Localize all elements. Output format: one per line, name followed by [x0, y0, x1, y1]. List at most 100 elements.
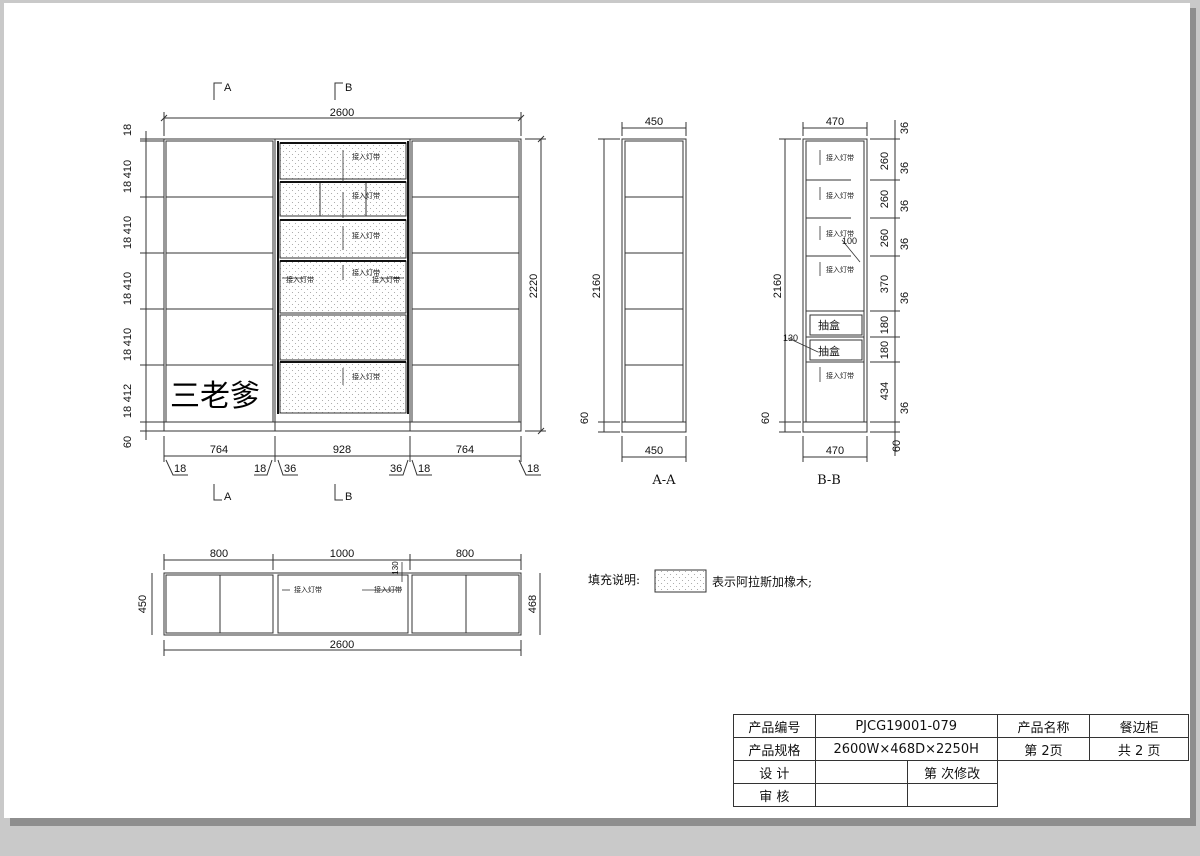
bb-right-dim: 36 — [899, 238, 911, 250]
lamp-note: 接入灯带 — [372, 275, 400, 284]
lamp-note: 接入灯带 — [826, 371, 854, 380]
spec-label: 产品规格 — [733, 737, 816, 761]
aa-base-dim: 60 — [579, 412, 591, 424]
bb-right-dim: 60 — [891, 440, 903, 452]
lamp-note: 接入灯带 — [374, 585, 402, 594]
lamp-note: 接入灯带 — [352, 268, 380, 277]
title-block: 产品编号 PJCG19001-079 产品名称 餐边柜 产品规格 2600W×4… — [733, 714, 1189, 807]
bottom-thickness-dim: 18 — [527, 463, 539, 475]
bb-height-dim: 2160 — [772, 274, 784, 298]
bottom-thickness-dim: 36 — [284, 463, 296, 475]
bb-right-dim: 370 — [879, 275, 891, 293]
lamp-note: 接入灯带 — [352, 372, 380, 381]
top-view — [151, 554, 541, 656]
product-name-label: 产品名称 — [996, 714, 1091, 738]
drawer-label: 抽盒 — [818, 318, 840, 332]
bb-right-dim: 36 — [899, 122, 911, 134]
product-no-label: 产品编号 — [733, 714, 816, 738]
section-mark-a-top: A — [224, 82, 232, 94]
lamp-note: 接入灯带 — [286, 275, 314, 284]
left-dim: 18 — [122, 181, 134, 193]
left-dim: 410 — [122, 272, 134, 290]
aa-bottom-dim: 450 — [645, 445, 663, 457]
lamp-note: 接入灯带 — [826, 229, 854, 238]
top-width-dim: 800 — [456, 548, 474, 560]
design-label: 设 计 — [733, 760, 816, 784]
bb-right-dim: 260 — [879, 229, 891, 247]
front-width-dim: 2600 — [330, 107, 354, 119]
legend-text: 表示阿拉斯加橡木; — [712, 574, 812, 589]
review-label: 审 核 — [733, 783, 816, 807]
design-value — [814, 760, 908, 784]
bb-right-dim: 434 — [879, 382, 891, 400]
page-number: 第 2页 — [996, 737, 1091, 761]
left-dim: 18 — [122, 124, 134, 136]
bb-right-dim: 36 — [899, 200, 911, 212]
bb-right-dim: 180 — [879, 316, 891, 334]
bb-right-dim: 260 — [879, 152, 891, 170]
product-name: 餐边柜 — [1089, 714, 1189, 738]
bb-base-dim: 60 — [760, 412, 772, 424]
bottom-thickness-dim: 36 — [390, 463, 402, 475]
bb-right-dim: 36 — [899, 402, 911, 414]
aa-caption: A-A — [651, 473, 676, 488]
bb-right-dim: 36 — [899, 162, 911, 174]
bb-right-dim: 260 — [879, 190, 891, 208]
drawer-label: 抽盒 — [818, 344, 840, 358]
legend-label: 填充说明: — [588, 572, 640, 587]
top-total-dim: 2600 — [330, 639, 354, 651]
product-no: PJCG19001-079 — [814, 714, 998, 738]
lamp-note: 接入灯带 — [352, 152, 380, 161]
section-mark-b-bottom: B — [345, 491, 352, 503]
bottom-thickness-dim: 18 — [254, 463, 266, 475]
revision-label: 第 次修改 — [906, 760, 998, 784]
front-elevation — [140, 82, 546, 501]
bottom-width-dim: 764 — [210, 444, 228, 456]
lamp-note: 接入灯带 — [352, 231, 380, 240]
bb-right-dim: 180 — [879, 341, 891, 359]
top-depth-left: 450 — [137, 595, 149, 613]
bb-dim-100: 100 — [842, 236, 857, 246]
lamp-note: 接入灯带 — [826, 153, 854, 162]
left-dim: 410 — [122, 216, 134, 234]
section-mark-b-top: B — [345, 82, 352, 94]
review-value — [814, 783, 908, 807]
section-mark-a-bottom: A — [224, 491, 232, 503]
bottom-width-dim: 928 — [333, 444, 351, 456]
aa-height-dim: 2160 — [591, 274, 603, 298]
top-width-dim: 1000 — [330, 548, 354, 560]
lamp-note: 接入灯带 — [826, 191, 854, 200]
left-dim: 18 — [122, 237, 134, 249]
left-dim: 18 — [122, 349, 134, 361]
legend-swatch — [654, 569, 707, 593]
revision-value — [906, 783, 998, 807]
bottom-thickness-dim: 18 — [418, 463, 430, 475]
bb-bottom-dim: 470 — [826, 445, 844, 457]
bb-right-dim: 36 — [899, 292, 911, 304]
lamp-note: 接入灯带 — [294, 585, 322, 594]
bottom-width-dim: 764 — [456, 444, 474, 456]
lamp-note: 接入灯带 — [352, 191, 380, 200]
bb-caption: B-B — [817, 473, 841, 488]
top-width-dim: 800 — [210, 548, 228, 560]
page-total: 共 2 页 — [1089, 737, 1189, 761]
bb-top-dim: 470 — [826, 116, 844, 128]
section-a-a — [598, 122, 687, 462]
top-depth-right: 468 — [527, 595, 539, 613]
lamp-note: 接入灯带 — [826, 265, 854, 274]
top-dim-130: 130 — [391, 561, 400, 575]
watermark-text: 三老爹 — [170, 379, 260, 414]
left-dim: 60 — [122, 436, 134, 448]
bb-dim-130: 130 — [783, 333, 798, 343]
aa-top-dim: 450 — [645, 116, 663, 128]
left-dim: 410 — [122, 328, 134, 346]
spec: 2600W×468D×2250H — [814, 737, 998, 761]
left-dim: 410 — [122, 160, 134, 178]
bottom-thickness-dim: 18 — [174, 463, 186, 475]
title-block-blank — [997, 760, 1189, 807]
left-dim: 18 — [122, 293, 134, 305]
section-b-b — [779, 120, 900, 462]
front-height-dim: 2220 — [528, 274, 540, 298]
left-dim: 18 — [122, 406, 134, 418]
